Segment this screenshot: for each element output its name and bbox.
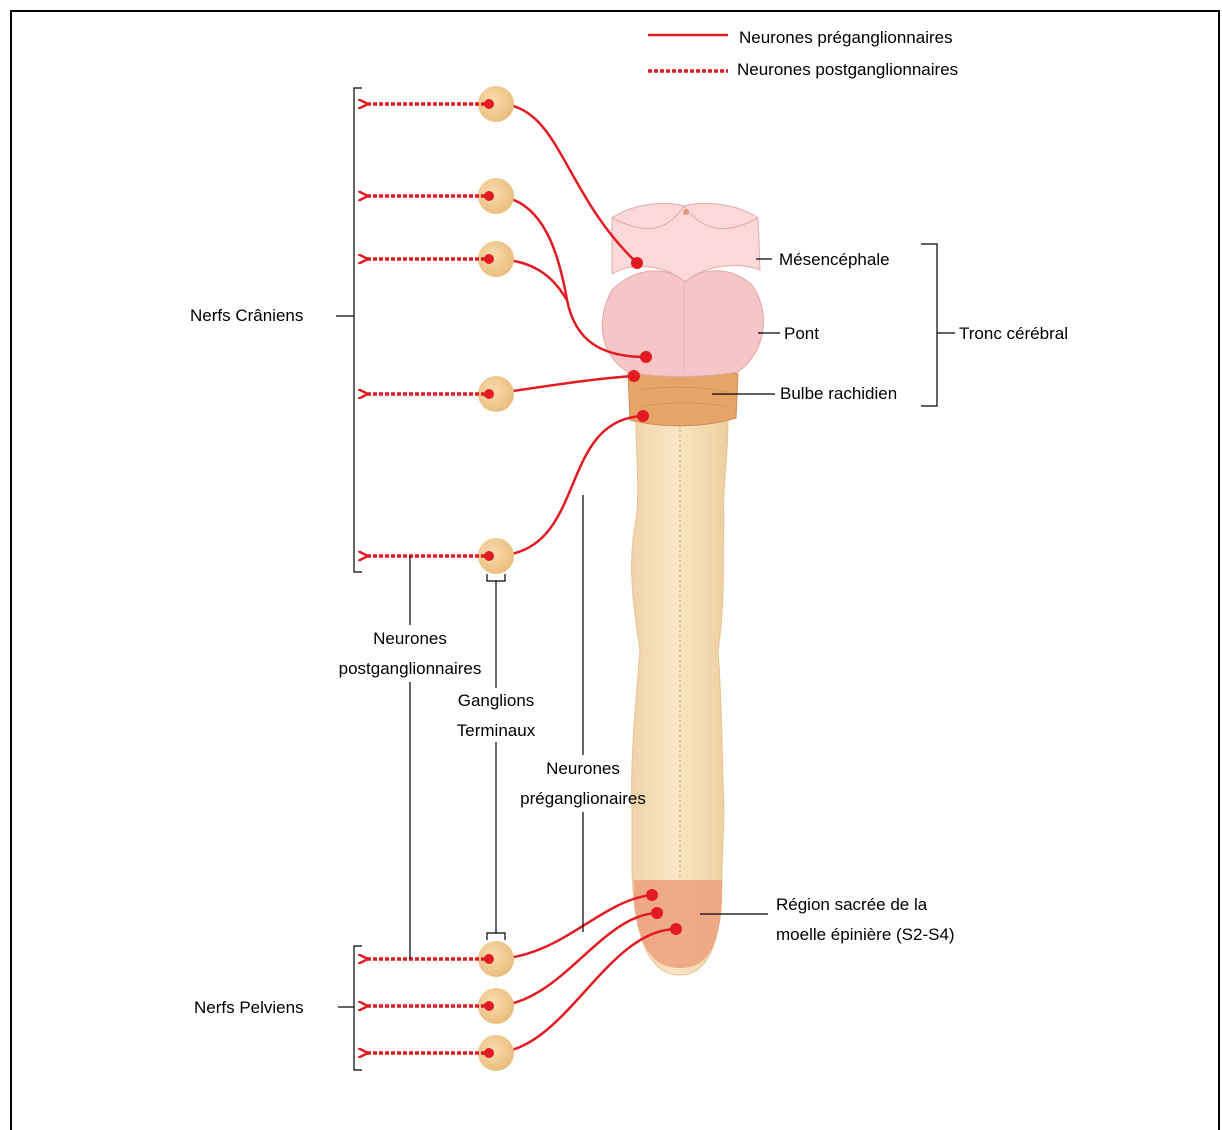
pons [602, 271, 763, 377]
brainstem-bracket [921, 244, 937, 406]
mesencephale-label: Mésencéphale [779, 249, 890, 271]
terminal-ganglia-label-line2: Terminaux [428, 720, 564, 742]
terminal-ganglia-label-line1: Ganglions [428, 690, 564, 712]
mesencephalon [612, 203, 760, 282]
legend-post-label: Neurones postganglionnaires [737, 59, 958, 81]
cranial-nerves-label: Nerfs Crâniens [190, 305, 303, 327]
medulla-label: Bulbe rachidien [780, 383, 897, 405]
brainstem-label: Tronc cérébral [959, 323, 1068, 345]
postganglionic-label-line2: postganglionnaires [320, 658, 500, 680]
postganglionic-neurons [366, 104, 485, 1053]
cranial-nerves-bracket [354, 88, 362, 572]
pelvic-nerves-label: Nerfs Pelviens [194, 997, 304, 1019]
pons-label: Pont [784, 323, 819, 345]
pelvic-nerves-bracket [354, 946, 362, 1070]
postganglionic-label-line1: Neurones [330, 628, 490, 650]
preganglionic-label-line1: Neurones [508, 758, 658, 780]
preganglionic-neuron-4 [493, 376, 634, 394]
preganglionic-neuron-5 [493, 416, 643, 556]
sacral-region-label-line1: Région sacrée de la [776, 894, 927, 916]
preganglionic-label-line2: préganglionaires [503, 788, 663, 810]
legend-pre-label: Neurones préganglionnaires [739, 27, 953, 49]
preganglionic-neuron-7 [493, 913, 657, 1006]
preganglionic-neuron-1 [493, 104, 637, 263]
sacral-region-label-line2: moelle épinière (S2-S4) [776, 924, 955, 946]
